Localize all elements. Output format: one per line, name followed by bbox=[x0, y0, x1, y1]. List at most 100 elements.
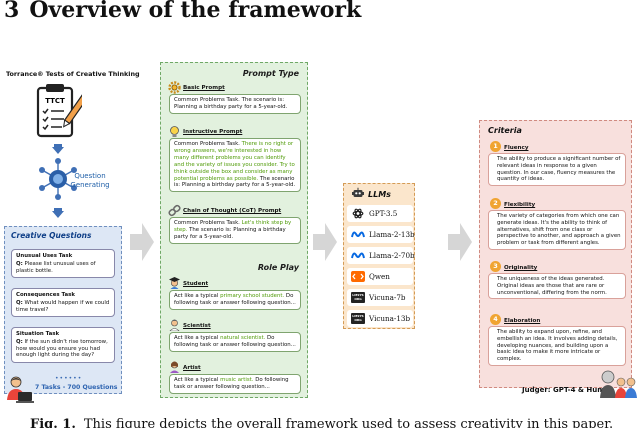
llm-item-vicuna7b: LMSYS ORG Vicuna-7b bbox=[347, 289, 413, 306]
criterion-text: The ability to expand upon, refine, and … bbox=[497, 329, 618, 363]
down-arrow-icon bbox=[52, 144, 64, 154]
basic-prompt-title: Basic Prompt bbox=[183, 85, 225, 91]
criteria-panel: Criteria 1 Fluency The ability to produc… bbox=[479, 120, 632, 388]
criterion-text: The uniqueness of the ideas generated. O… bbox=[497, 276, 607, 296]
basic-prompt-card: Common Problems Task. The scenario is: P… bbox=[169, 94, 301, 114]
cot-prompt-card: Common Problems Task. Let's think step b… bbox=[169, 217, 301, 244]
figure-label: Fig. 1. bbox=[30, 417, 76, 428]
scientist-card: Act like a typical natural scientist. Do… bbox=[169, 332, 301, 352]
criterion-card: The variety of categories from which one… bbox=[488, 210, 626, 250]
llm-item-llama70b: Llama-2-70b bbox=[347, 247, 415, 264]
ttct-clipboard-icon: TTCT bbox=[36, 84, 82, 138]
role-pre: Act like a typical bbox=[174, 335, 219, 341]
question-generating-line1: Question bbox=[74, 172, 106, 180]
lmsys-line1: LMSYS bbox=[352, 293, 364, 297]
instructive-pre: Common Problems Task. bbox=[174, 141, 240, 147]
criterion-text: The ability to produce a significant num… bbox=[497, 156, 621, 183]
task-question: If the sun didn't rise tomorrow, how wou… bbox=[16, 338, 108, 359]
creative-questions-panel: Creative Questions Unusual Uses Task Q: … bbox=[4, 226, 122, 394]
role-post: Do following task or answer following qu… bbox=[174, 293, 296, 306]
lmsys-logo-icon: LMSYS ORG bbox=[351, 313, 365, 324]
figure-caption-text: This figure depicts the overall framewor… bbox=[83, 417, 614, 428]
lmsys-line2: ORG bbox=[354, 297, 362, 301]
judger-label: Judger: GPT-4 & Human bbox=[522, 386, 615, 394]
prompt-type-title: Prompt Type bbox=[242, 69, 299, 78]
llms-panel: LLMs GPT-3.5 Llama-2-13b Llama-2-70b Qwe… bbox=[343, 183, 415, 329]
lmsys-line1: LMSYS bbox=[352, 314, 364, 318]
lmsys-line2: ORG bbox=[354, 318, 362, 322]
llm-name: GPT-3.5 bbox=[369, 209, 398, 218]
criterion-number-badge: 2 bbox=[490, 198, 501, 209]
flow-arrow-icon bbox=[313, 223, 337, 261]
instructive-green: There is no right or wrong answers, we'r… bbox=[174, 141, 295, 182]
task-question: What would happen if we could time trave… bbox=[16, 299, 110, 313]
basic-prompt-text: Common Problems Task. The scenario is: P… bbox=[174, 97, 288, 110]
criterion-number-badge: 4 bbox=[490, 314, 501, 325]
role-green: natural scientist. bbox=[220, 335, 266, 341]
cot-pre: Common Problems Task. bbox=[174, 220, 240, 226]
role-green: music artist. bbox=[220, 377, 254, 383]
criterion-name: Elaboration bbox=[504, 318, 541, 324]
task-question: Please list unusual uses of plastic bott… bbox=[16, 260, 96, 274]
criterion-card: The uniqueness of the ideas generated. O… bbox=[488, 273, 626, 300]
llm-name: Vicuna-7b bbox=[369, 293, 406, 302]
instructive-prompt-card: Common Problems Task. There is no right … bbox=[169, 138, 301, 193]
llm-name: Vicuna-13b bbox=[369, 314, 411, 323]
role-post: Do following task or answer following qu… bbox=[174, 377, 289, 390]
artist-icon bbox=[170, 361, 179, 373]
cot-post: The scenario is: Planning a birthday par… bbox=[174, 226, 286, 240]
meta-logo-icon bbox=[351, 252, 365, 259]
role-pre: Act like a typical bbox=[174, 293, 219, 299]
chain-icon bbox=[168, 204, 181, 217]
ttct-badge: TTCT bbox=[45, 97, 65, 105]
student-title: Student bbox=[183, 281, 209, 287]
q-prefix: Q: bbox=[16, 338, 23, 345]
lmsys-logo-icon: LMSYS ORG bbox=[351, 292, 365, 303]
task-card: Situation Task Q: If the sun didn't rise… bbox=[11, 327, 115, 364]
person-laptop-icon bbox=[7, 376, 34, 403]
instructive-prompt-title: Instructive Prompt bbox=[183, 129, 243, 135]
role-pre: Act like a typical bbox=[174, 377, 219, 383]
criterion-name: Fluency bbox=[504, 145, 529, 151]
role-post: Do following task or answer following qu… bbox=[174, 335, 296, 348]
lightbulb-icon bbox=[170, 126, 179, 137]
question-generating-line2: Generating bbox=[70, 181, 110, 189]
llm-name: Llama-2-70b bbox=[369, 251, 415, 260]
down-arrow-icon bbox=[52, 208, 64, 218]
llm-name: Llama-2-13b bbox=[369, 230, 415, 239]
criterion-number-badge: 3 bbox=[490, 261, 501, 272]
ttct-title: Torrance® Tests of Creative Thinking bbox=[6, 70, 140, 78]
task-card: Consequences Task Q: What would happen i… bbox=[11, 288, 115, 318]
figure-caption: Fig. 1. This figure depicts the overall f… bbox=[30, 417, 613, 428]
criterion-card: The ability to produce a significant num… bbox=[488, 153, 626, 187]
brain-network-icon bbox=[39, 158, 77, 200]
q-prefix: Q: bbox=[16, 260, 23, 267]
task-name: Consequences Task bbox=[16, 292, 75, 298]
artist-title: Artist bbox=[183, 365, 201, 371]
criterion-name: Flexibility bbox=[504, 202, 536, 208]
creative-questions-title: Creative Questions bbox=[11, 231, 92, 240]
meta-logo-icon bbox=[351, 231, 365, 238]
criterion-number-badge: 1 bbox=[490, 141, 501, 152]
task-name: Unusual Uses Task bbox=[16, 253, 73, 259]
criterion-text: The variety of categories from which one… bbox=[497, 213, 621, 247]
role-green: primary school student. bbox=[220, 293, 285, 299]
role-play-title: Role Play bbox=[257, 263, 299, 272]
section-title: Overview of the framework bbox=[29, 0, 362, 23]
instructive-post: The scenario is: Planning a birthday par… bbox=[174, 175, 296, 189]
llm-name: Qwen bbox=[369, 272, 390, 281]
qwen-logo-icon bbox=[351, 271, 365, 282]
criterion-card: The ability to expand upon, refine, and … bbox=[488, 326, 626, 366]
robot-icon bbox=[352, 187, 364, 197]
criterion-name: Originality bbox=[504, 265, 538, 271]
gear-icon bbox=[168, 81, 181, 94]
task-card: Unusual Uses Task Q: Please list unusual… bbox=[11, 249, 115, 279]
flow-arrow-icon bbox=[448, 223, 472, 261]
student-card: Act like a typical primary school studen… bbox=[169, 290, 301, 310]
llm-item-gpt35: GPT-3.5 bbox=[347, 205, 413, 222]
judges-group-icon bbox=[600, 370, 637, 398]
scientist-title: Scientist bbox=[183, 323, 211, 329]
scientist-icon bbox=[169, 319, 180, 331]
flow-arrow-icon bbox=[130, 223, 154, 261]
